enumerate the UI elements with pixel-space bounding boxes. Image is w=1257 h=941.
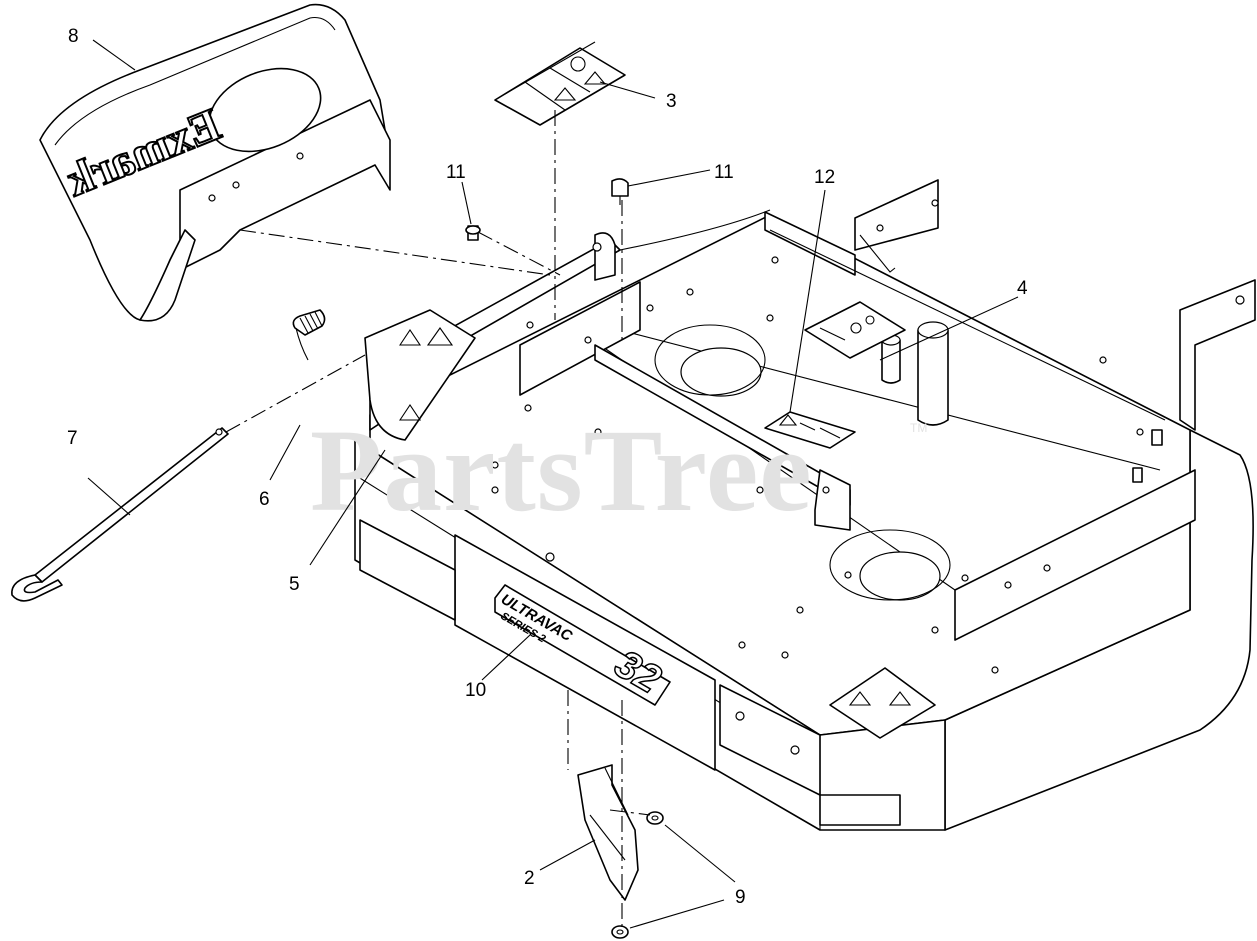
callout-11-right[interactable]: 11 — [714, 162, 734, 183]
decal-front-right[interactable] — [829, 667, 936, 739]
decal-3[interactable] — [494, 41, 626, 126]
callout-10[interactable]: 10 — [465, 680, 486, 701]
decal-12[interactable] — [764, 411, 856, 449]
callout-12[interactable]: 12 — [814, 167, 835, 188]
callout-8[interactable]: 8 — [68, 26, 79, 47]
leader-lines — [87, 39, 1019, 929]
watermark: PartsTree TM — [310, 405, 927, 536]
bolt-11-left[interactable] — [465, 225, 481, 241]
callout-4[interactable]: 4 — [1017, 278, 1028, 299]
callout-3[interactable]: 3 — [666, 91, 677, 112]
rod[interactable] — [11, 427, 229, 602]
nut-9-lower[interactable] — [611, 925, 629, 939]
bracket-2[interactable] — [577, 764, 639, 901]
callout-labels: 8 3 11 11 12 4 7 6 5 10 2 9 — [67, 26, 1028, 908]
decal-5[interactable] — [364, 309, 476, 441]
watermark-text: PartsTree — [310, 405, 813, 536]
assembly-centerlines — [225, 110, 651, 930]
callout-7[interactable]: 7 — [67, 428, 78, 449]
callout-11-left[interactable]: 11 — [446, 162, 466, 183]
discharge-hood[interactable]: Exmark — [39, 3, 391, 322]
callout-9[interactable]: 9 — [735, 887, 746, 908]
decal-4[interactable] — [804, 301, 906, 359]
watermark-trademark: TM — [910, 421, 927, 435]
nut-9-upper[interactable] — [646, 811, 664, 825]
callout-2[interactable]: 2 — [524, 868, 535, 889]
callout-6[interactable]: 6 — [259, 489, 270, 510]
bolt-11-right[interactable] — [611, 178, 629, 205]
callout-5[interactable]: 5 — [289, 574, 300, 595]
spring[interactable] — [292, 309, 326, 361]
